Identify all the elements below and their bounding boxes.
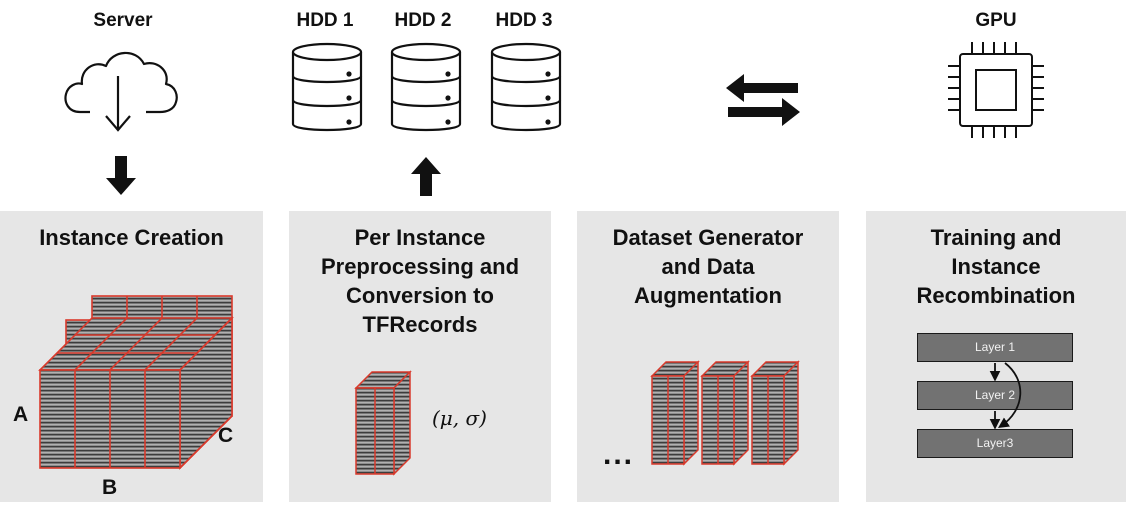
hdd2-label: HDD 2: [394, 10, 452, 31]
skip-connection-arrows-icon: [989, 362, 1022, 430]
ellipsis-label: ...: [603, 438, 635, 471]
server-label: Server: [93, 10, 153, 31]
axis-label-a: A: [13, 403, 29, 426]
database-icon: [490, 42, 562, 132]
bidirectional-arrows-icon: [726, 74, 800, 126]
layer-2-box: Layer 2: [917, 381, 1073, 410]
layer-1-box: Layer 1: [917, 333, 1073, 362]
arrow-down-icon: [106, 156, 136, 195]
hdd3-label: HDD 3: [495, 10, 553, 31]
cpu-chip-icon: [948, 42, 1044, 138]
panel-title: Per Instance Preprocessing and Conversio…: [320, 225, 520, 337]
dataset-blocks-icon: [650, 360, 800, 466]
gpu-label: GPU: [975, 10, 1017, 31]
arrow-up-icon: [411, 157, 441, 196]
volume-cube-icon: [38, 295, 234, 470]
axis-label-c: C: [218, 424, 234, 447]
database-icon: [390, 42, 462, 132]
panel-preprocessing: Per Instance Preprocessing and Conversio…: [289, 211, 551, 502]
cloud-download-icon: [64, 51, 178, 132]
panel-title: Dataset Generator and Data Augmentation: [612, 225, 804, 308]
instance-block-icon: [354, 370, 412, 476]
database-icon: [291, 42, 363, 132]
panel-title: Training and Instance Recombination: [916, 225, 1076, 308]
stats-mean-std-label: (μ, σ): [432, 406, 487, 430]
panel-title: Instance Creation: [39, 225, 224, 250]
axis-label-b: B: [102, 476, 118, 499]
hdd1-label: HDD 1: [296, 10, 354, 31]
